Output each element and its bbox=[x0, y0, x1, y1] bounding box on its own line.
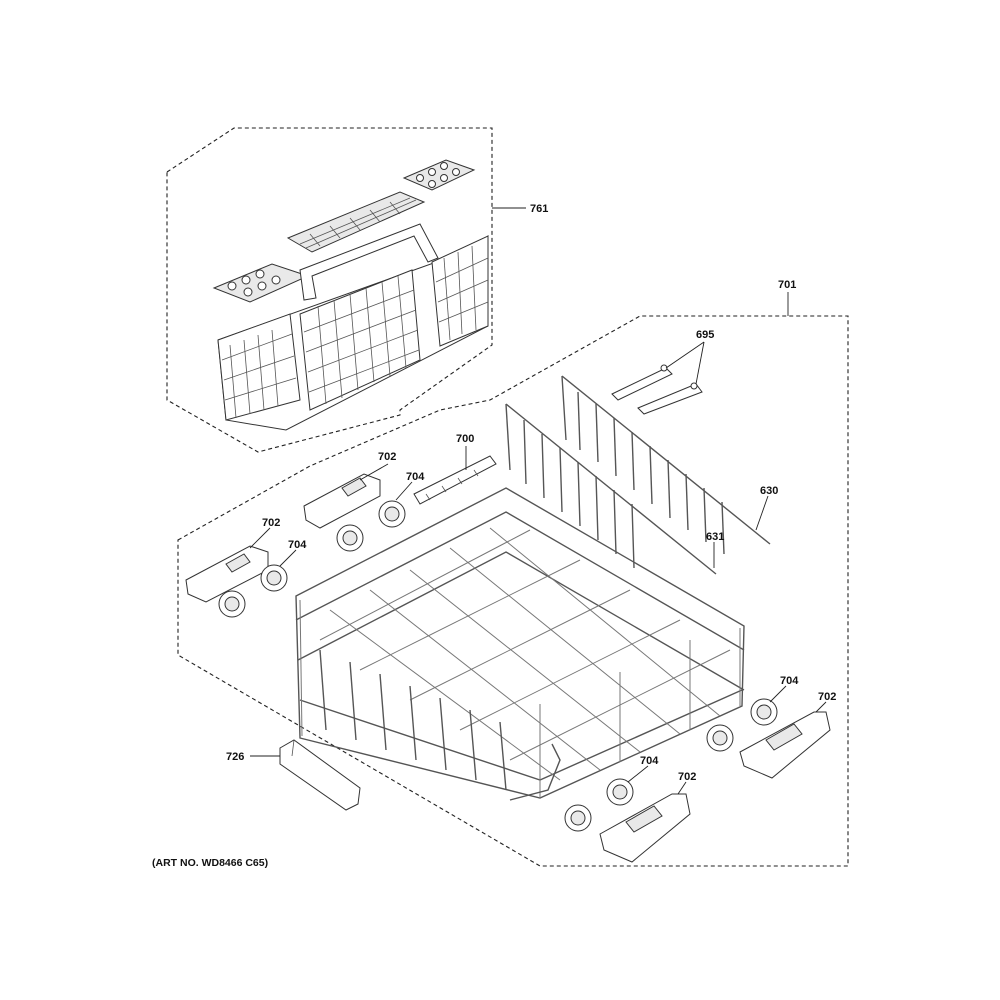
wheel-704-right-a bbox=[750, 698, 778, 726]
callout-695: 695 bbox=[696, 329, 714, 341]
tine-row-630 bbox=[561, 375, 771, 555]
art-number: (ART NO. WD8466 C65) bbox=[152, 857, 268, 869]
rack-floor-grid bbox=[319, 527, 731, 781]
wheel-704-bottom-b bbox=[564, 804, 592, 832]
callout-702-upper: 702 bbox=[378, 451, 396, 463]
callout-702-bottom: 702 bbox=[678, 771, 696, 783]
roller-housing-702-bottom bbox=[599, 793, 691, 863]
basket-lid-left bbox=[212, 263, 310, 303]
callout-631: 631 bbox=[706, 531, 724, 543]
callout-702-left: 702 bbox=[262, 517, 280, 529]
basket-grid-texture bbox=[221, 245, 489, 419]
silverware-basket-group-boundary bbox=[166, 127, 493, 453]
leader-lines bbox=[249, 207, 827, 795]
roller-housing-702-upper bbox=[303, 473, 381, 529]
basket-handle bbox=[299, 223, 439, 301]
callout-704-upper: 704 bbox=[406, 471, 425, 483]
basket-lid-center bbox=[286, 191, 426, 253]
silverware-basket bbox=[212, 159, 489, 431]
callout-704-bottom: 704 bbox=[640, 755, 659, 767]
callout-704-left: 704 bbox=[288, 539, 307, 551]
callout-726: 726 bbox=[226, 751, 244, 763]
wheel-704-upper-b bbox=[336, 524, 364, 552]
basket-lid-right bbox=[402, 159, 476, 191]
wheel-704-right-b bbox=[706, 724, 734, 752]
callout-704-right: 704 bbox=[780, 675, 799, 687]
lower-rack-group-boundary bbox=[177, 315, 849, 867]
clip-695-lower bbox=[637, 382, 703, 415]
rack-handle bbox=[509, 743, 561, 801]
wheel-704-left-b bbox=[218, 590, 246, 618]
callout-761: 761 bbox=[530, 203, 548, 215]
rack-front-tines bbox=[319, 649, 507, 791]
callout-702-right: 702 bbox=[818, 691, 836, 703]
callout-701: 701 bbox=[778, 279, 796, 291]
roller-housing-702-right bbox=[739, 711, 831, 779]
wheel-704-left-a bbox=[260, 564, 288, 592]
rack-side-wires bbox=[299, 599, 741, 798]
callout-630: 630 bbox=[760, 485, 778, 497]
wheel-704-bottom-a bbox=[606, 778, 634, 806]
part-726-block bbox=[279, 739, 361, 811]
basket-body bbox=[217, 223, 489, 431]
clip-695-upper bbox=[611, 364, 673, 401]
callout-labels: 761 701 695 700 702 704 702 704 630 631 … bbox=[226, 203, 836, 783]
tine-row-631 bbox=[505, 403, 717, 575]
lower-rack bbox=[295, 487, 745, 801]
part-700-bracket bbox=[413, 455, 497, 505]
wheel-704-upper-a bbox=[378, 500, 406, 528]
callout-700: 700 bbox=[456, 433, 474, 445]
